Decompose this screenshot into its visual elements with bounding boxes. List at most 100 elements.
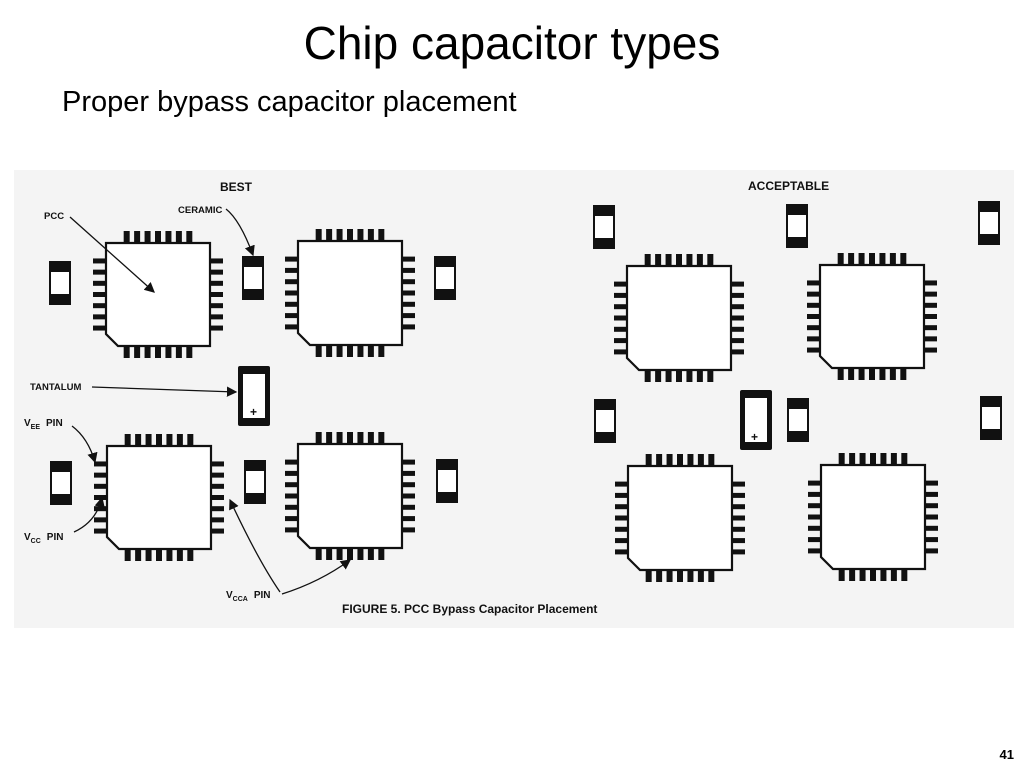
chip-pin [326, 548, 333, 560]
ceramic-cap-terminal [245, 461, 265, 471]
chip-pin [210, 269, 223, 275]
ceramic-cap [978, 201, 1000, 245]
ceramic-cap-center [792, 218, 802, 234]
ceramic-cap [436, 459, 458, 503]
tantalum-cap-center [745, 398, 767, 442]
chip-pin [315, 548, 322, 560]
chip-pin [285, 256, 298, 262]
chip-pin [870, 569, 876, 581]
chip-pin [347, 345, 353, 357]
chip-pin [696, 370, 703, 382]
vee-pin: PIN [46, 418, 63, 429]
leader-lines [69, 208, 352, 595]
chip-pin [665, 254, 672, 266]
chip-pin [901, 569, 908, 581]
chip-pin [848, 368, 855, 380]
chip-pin [732, 549, 745, 555]
chip-pin [807, 347, 820, 353]
chip-pin [890, 569, 897, 581]
tantalum-leader [91, 386, 238, 397]
chip-pin [708, 454, 715, 466]
chip-pin [615, 526, 628, 532]
chip-pin [807, 280, 820, 286]
slide-subtitle: Proper bypass capacitor placement [62, 86, 517, 118]
chip-pin [889, 253, 896, 265]
chip-pin [315, 345, 322, 357]
ceramic-cap [49, 261, 71, 305]
chip-pin [285, 459, 298, 465]
chip-pin [93, 314, 106, 320]
chip-pin [925, 503, 938, 509]
chip-pin [614, 338, 627, 344]
chip-pin [187, 549, 194, 561]
figure-svg: BEST ACCEPTABLE PCC CERAMIC TANTALUM VEE… [24, 179, 1002, 616]
chip-pin [807, 291, 820, 297]
chip-pin [808, 480, 821, 486]
ceramic-cap-terminal [50, 294, 70, 304]
tantalum-cap-center [243, 374, 265, 418]
chip-pin [176, 434, 183, 446]
chip-pin [666, 570, 673, 582]
chip-pin [144, 346, 151, 358]
chip-pin [676, 254, 682, 266]
chip-pin [285, 267, 298, 273]
ceramic-cap-terminal [243, 289, 263, 299]
chip-pin [402, 459, 415, 465]
chip-pin [315, 432, 322, 444]
chip-pin [808, 537, 821, 543]
ceramic-cap-terminal [243, 257, 263, 267]
chip-pin [901, 453, 908, 465]
chip-pin [357, 432, 364, 444]
chip-pin [402, 256, 415, 262]
chip-pin [94, 495, 107, 500]
chip-pin [614, 326, 627, 332]
chip-pin [665, 370, 672, 382]
chip-pin [879, 368, 886, 380]
chip-pin [838, 569, 845, 581]
chip-pin [402, 279, 415, 285]
ceramic-cap [786, 204, 808, 248]
chip-pin [676, 370, 682, 382]
chip-pin [807, 325, 820, 331]
ceramic-cap-terminal [595, 432, 615, 442]
chip-pin [211, 517, 224, 523]
chip-pin [807, 302, 820, 308]
chip-body [296, 239, 404, 347]
chip-pin [808, 491, 821, 497]
chip-pin [135, 434, 142, 446]
chip-pin [94, 483, 107, 489]
vee-main: V [24, 418, 31, 429]
chip-pin [124, 434, 131, 446]
chip-pin [378, 229, 385, 241]
chip-pin [326, 432, 333, 444]
chip-pin [858, 253, 865, 265]
chip-pin [123, 346, 130, 358]
chip-pin [357, 345, 364, 357]
chip-pin [285, 313, 298, 319]
chip-body [104, 241, 212, 348]
chip-pin [210, 258, 223, 264]
chip-pin [166, 434, 173, 446]
chip-pin [134, 346, 141, 358]
ceramic-cap-terminal [51, 494, 71, 504]
chip-pin [336, 229, 343, 241]
chip-pin [367, 548, 374, 560]
chip-pin [615, 481, 628, 487]
vee-leader [71, 425, 98, 464]
chip-pin [707, 370, 714, 382]
figure-caption: FIGURE 5. PCC Bypass Capacitor Placement [342, 602, 597, 616]
chip-pin [900, 368, 907, 380]
chip-pin [707, 254, 714, 266]
chip-group [93, 229, 938, 582]
chip-body [296, 442, 404, 550]
chip-pin [731, 315, 744, 321]
ceramic-cap-terminal [51, 462, 71, 472]
chip-pin [93, 303, 106, 309]
vcc-main: V [24, 532, 31, 543]
chip-pin [859, 453, 866, 465]
chip-pin [402, 527, 415, 533]
ceramic-cap-center [55, 275, 65, 291]
chip-pin [336, 548, 343, 560]
